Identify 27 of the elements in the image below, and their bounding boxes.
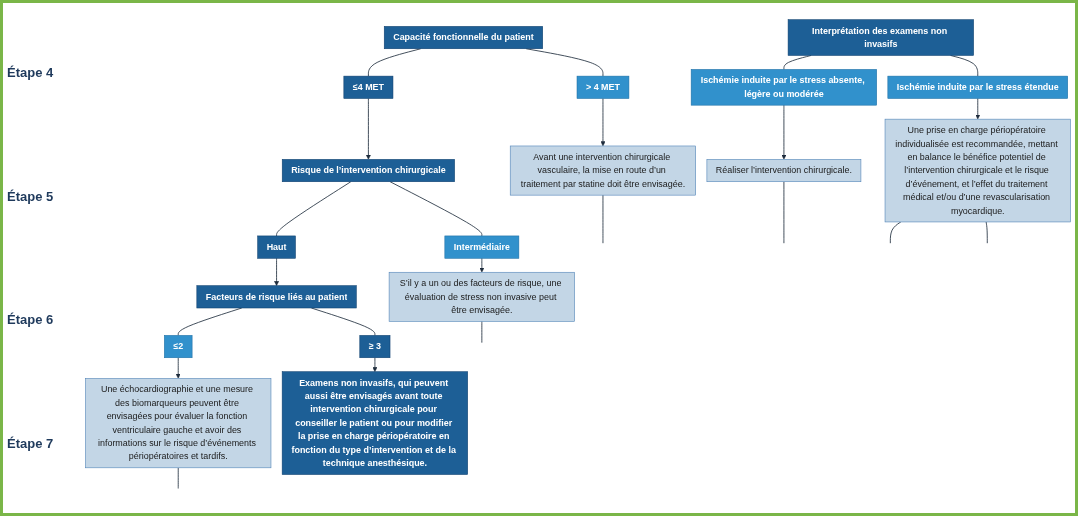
step-label: Étape 4 (7, 65, 55, 81)
node-box: Facteurs de risque liés au patient (196, 285, 357, 309)
connector (276, 181, 352, 237)
node-box: Haut (257, 235, 296, 259)
node-box: S’il y a un ou des facteurs de risque, une évaluation de stress non invasive peut être envisagée. (388, 271, 575, 322)
connector (177, 467, 179, 489)
node-box: Ischémie induite par le stress étendue (887, 75, 1068, 99)
node-box: Capacité fonctionnelle du patient (383, 26, 543, 49)
node-box: Réaliser l’intervention chirurgicale. (706, 159, 862, 182)
connector (389, 181, 483, 237)
step-label: Étape 7 (7, 435, 55, 451)
node-box: Avant une intervention chirurgicale vasculaire, la mise en route d’un traitement par statine doit être envisagée. (509, 145, 696, 196)
node-box: > 4 MET (576, 75, 630, 99)
connector (889, 221, 902, 244)
node-box: ≥ 3 (359, 335, 391, 358)
node-box: Une prise en charge périopératoire individualisée est recommandée, mettant en balance le bénéfice potentiel de l’intervention chirurgicale et le risque d’événement, et l’effet du traitement médical et/ou d’une revascularisation myocardique. (884, 118, 1071, 223)
node-box: Risque de l’intervention chirurgicale (281, 159, 455, 182)
node-box: Intermédiaire (444, 235, 520, 259)
node-box: Ischémie induite par le stress absente, légère ou modérée (690, 69, 877, 106)
step-label: Étape 6 (7, 312, 55, 328)
node-box: ≤4 MET (343, 75, 394, 99)
connector (985, 221, 988, 244)
node-box: Une échocardiographie et une mesure des biomarqueurs peuvent être envisagées pour évaluer la fonction ventriculaire gauche et avoir des informations sur le risque d’événements périopératoires et tardifs. (85, 378, 272, 469)
node-box: Interprétation des examens non invasifs (787, 19, 974, 56)
node-box: ≤2 (164, 335, 193, 358)
step-label: Étape 5 (7, 188, 55, 204)
node-box: Examens non invasifs, qui peuvent aussi être envisagés avant toute intervention chirurgicale pour conseiller le patient ou pour modifier la prise en charge périopératoire en fonction du type d’intervention et de la technique anesthésique. (281, 371, 468, 475)
